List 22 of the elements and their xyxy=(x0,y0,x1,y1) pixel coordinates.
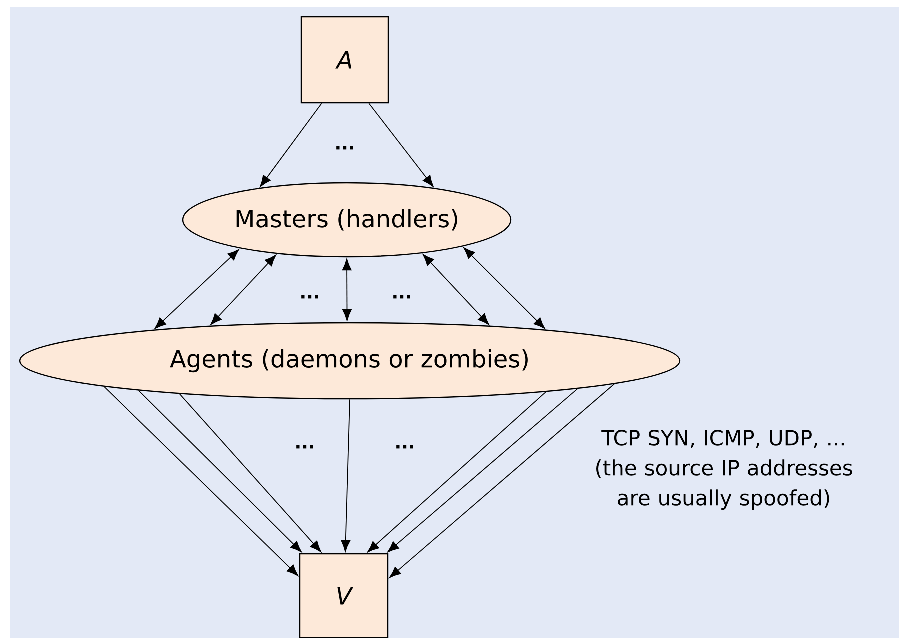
arrow xyxy=(179,394,322,552)
arrow xyxy=(154,249,240,330)
arrow xyxy=(422,254,490,326)
arrow xyxy=(388,388,578,553)
arrow xyxy=(341,399,351,552)
ellipsis: ... xyxy=(394,295,410,299)
ellipsis: ... xyxy=(336,146,354,150)
arrow xyxy=(104,386,299,576)
ellipsis: ... xyxy=(296,445,314,449)
arrow xyxy=(368,392,547,553)
note-text: TCP SYN, ICMP, UDP, ... (the source IP addresses are usually spoofed) xyxy=(596,430,852,510)
arrow xyxy=(138,390,302,553)
arrow xyxy=(260,103,322,188)
ellipsis: ... xyxy=(396,445,414,449)
arrow xyxy=(390,384,615,578)
ellipsis: ... xyxy=(302,295,318,299)
arrow xyxy=(368,103,434,188)
arrow xyxy=(464,248,546,330)
process-box: A xyxy=(300,16,390,104)
process-box: V xyxy=(299,553,389,638)
arrow xyxy=(210,254,276,326)
arrow xyxy=(342,258,352,322)
